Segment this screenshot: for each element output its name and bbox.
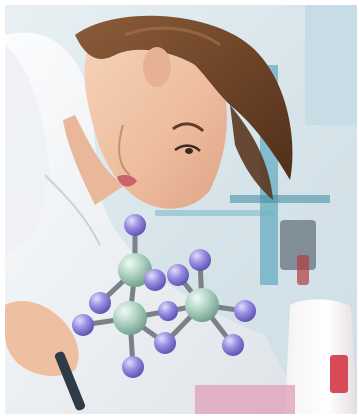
hydrogen-atom [144, 269, 166, 291]
scene-illustration [5, 5, 357, 414]
hydrogen-atom [154, 332, 176, 354]
eye [174, 144, 201, 152]
hydrogen-atom [72, 314, 94, 336]
neck [63, 115, 125, 205]
iris [185, 148, 193, 154]
hydrogen-atom [158, 301, 178, 321]
hydrogen-atom [234, 300, 256, 322]
carbon-atom [118, 253, 152, 287]
pen [54, 351, 86, 411]
face [84, 33, 227, 209]
hydrogen-atom [122, 356, 144, 378]
coat-fold [44, 174, 101, 246]
hair-highlight [124, 26, 221, 47]
lab-equipment-red [297, 255, 309, 285]
bottle-label [330, 355, 348, 393]
hydrogen-atom [189, 249, 211, 271]
nose [118, 124, 131, 176]
coat-collar [5, 45, 50, 255]
pink-glove [195, 385, 295, 414]
scientist-photo [5, 5, 357, 414]
hair-back [230, 105, 273, 200]
hydrogen-atom [222, 334, 244, 356]
carbon-atom [113, 301, 147, 335]
hydrogen-atom [167, 264, 189, 286]
ear [143, 47, 171, 87]
window-pane [305, 5, 357, 125]
eyebrow [172, 122, 205, 133]
hydrogen-atom [89, 292, 111, 314]
lips [117, 174, 137, 187]
lab-shelf [230, 195, 330, 203]
hair [75, 15, 293, 181]
hydrogen-atom [124, 214, 146, 236]
lab-bench-edge [155, 210, 275, 216]
molecule-model-icon [72, 214, 256, 378]
carbon-atom [185, 288, 219, 322]
